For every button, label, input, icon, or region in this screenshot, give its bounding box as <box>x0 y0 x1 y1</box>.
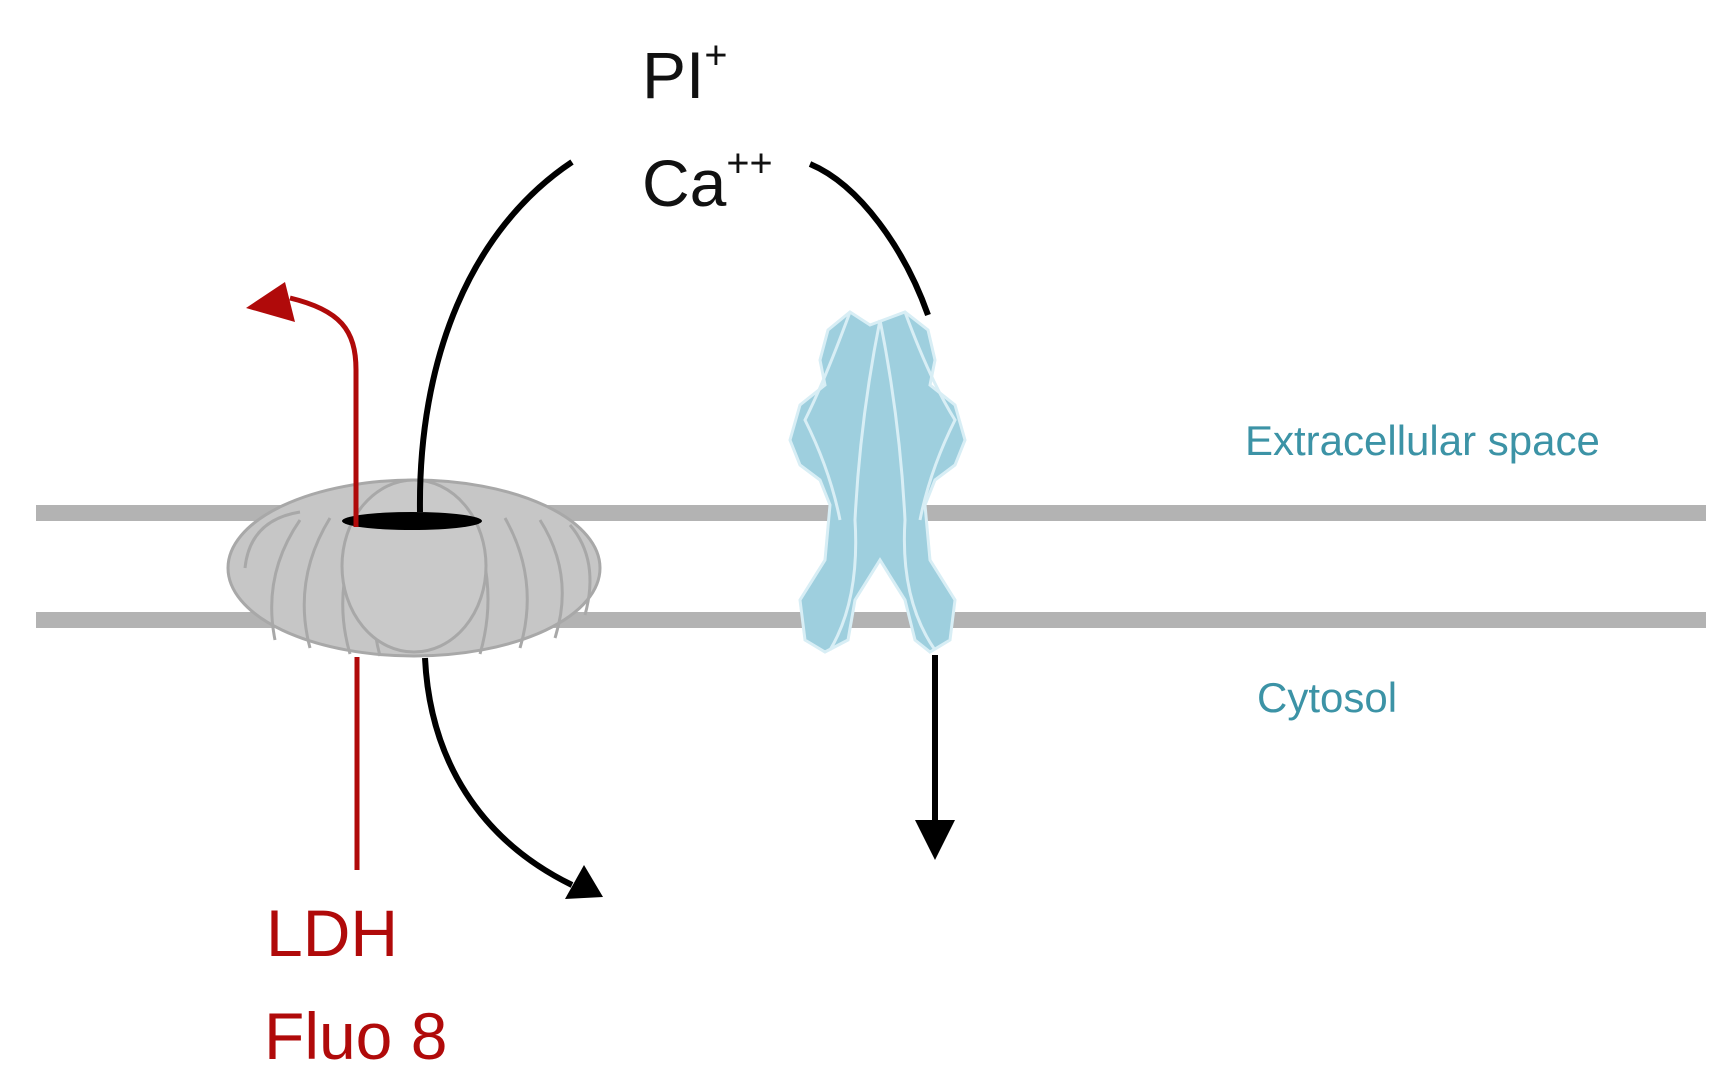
pi-ion-charge: + <box>704 33 728 78</box>
pore-out-arrowhead <box>565 865 603 899</box>
channel-out-arrowhead <box>915 820 955 860</box>
fluo8-label: Fluo 8 <box>264 999 448 1073</box>
ion-channel <box>788 310 967 654</box>
ca-ion-label: Ca++ <box>642 144 773 216</box>
pore-opening <box>342 512 482 530</box>
extracellular-space-label: Extracellular space <box>1245 417 1600 464</box>
pore-complex <box>226 478 602 658</box>
release-path-up <box>289 295 359 527</box>
ca-ion-base: Ca <box>642 146 727 220</box>
ion-path-pore-out <box>422 657 574 888</box>
release-arrowhead <box>246 282 295 322</box>
pi-ion-label: PI+ <box>642 36 727 108</box>
pi-ion-base: PI <box>642 38 705 112</box>
ldh-label: LDH <box>266 896 399 970</box>
ca-ion-charge: ++ <box>726 141 773 186</box>
cytosol-label: Cytosol <box>1257 674 1398 721</box>
ion-path-pore-in <box>416 159 574 513</box>
ion-path-channel-in <box>808 161 931 317</box>
